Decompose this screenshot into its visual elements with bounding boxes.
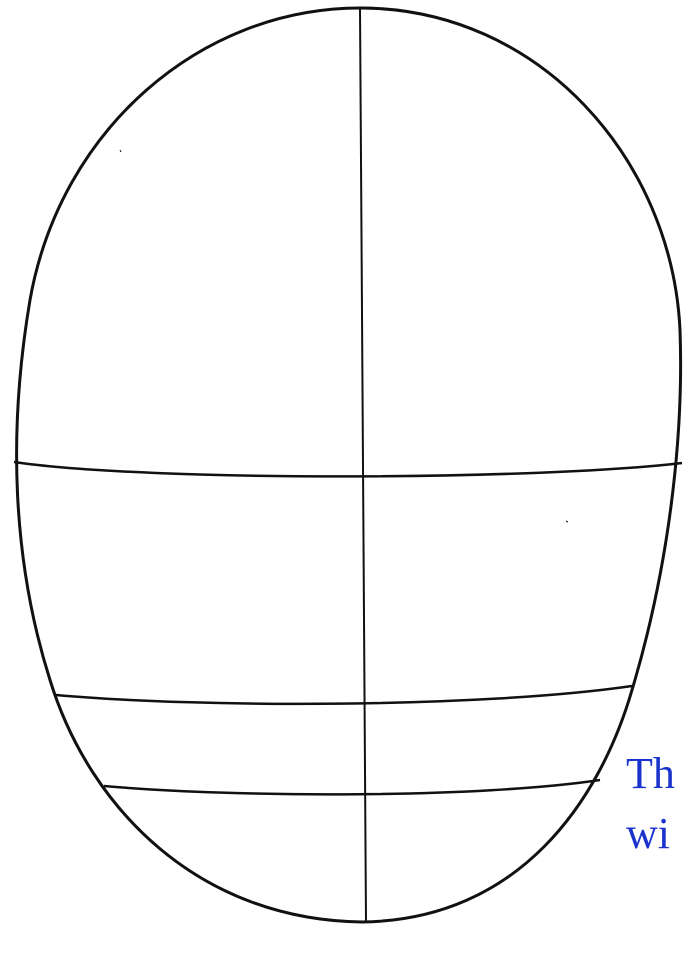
mouth-line <box>104 780 600 794</box>
caption-line-2: wi <box>626 812 684 856</box>
vertical-center-line <box>360 8 366 922</box>
stray-mark <box>566 521 568 522</box>
nose-line <box>56 686 632 704</box>
head-outline <box>17 8 681 922</box>
eye-line <box>14 462 682 476</box>
caption-line-1: Th <box>626 752 684 796</box>
stray-mark <box>120 150 121 152</box>
